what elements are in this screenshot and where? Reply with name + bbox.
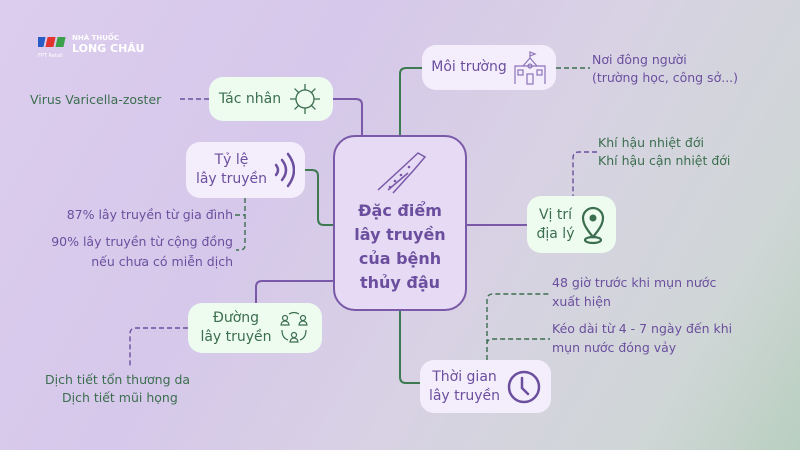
thoi-gian-detail-1: 48 giờ trước khi mụn nước [552, 275, 717, 290]
ty-le-detail-3: nếu chưa có miễn dịch [91, 254, 233, 269]
ty-le-detail-1: 87% lây truyền từ gia đình [66, 207, 233, 222]
signal-waves-icon [274, 152, 296, 188]
vi-tri-detail-1: Khí hậu nhiệt đới [598, 135, 704, 150]
tac-nhan-detail: Virus Varicella-zoster [30, 92, 162, 107]
rash-arm-icon [377, 152, 427, 194]
thoi-gian-detail-3: Kéo dài từ 4 - 7 ngày đến khi [552, 321, 733, 336]
brand-logo: FPT Retail NHÀ THUỐC LONG CHÂU [35, 34, 145, 59]
fpt-logo-icon: FPT Retail [35, 34, 66, 59]
moi-truong-detail-1: Nơi đông người [592, 52, 687, 67]
node-label-2: lây truyền [195, 171, 268, 187]
node-label-2: địa lý [536, 225, 575, 242]
thoi-gian-detail-2: xuất hiện [552, 294, 611, 309]
node-label: Tác nhân [218, 90, 282, 107]
location-pin-icon [582, 206, 605, 244]
brand-sub: FPT Retail [38, 53, 63, 59]
node-duong-lay-truyen: Đường lây truyền [188, 303, 322, 353]
node-label-1: Vị trí [538, 206, 573, 223]
center-topic: Đặc điểm lây truyền của bệnh thủy đậu [333, 135, 467, 311]
brand-line2: LONG CHÂU [72, 42, 145, 55]
node-label-1: Đường [212, 310, 260, 326]
center-line-1: Đặc điểm [358, 201, 442, 220]
node-label-1: Thời gian [432, 368, 497, 385]
thoi-gian-detail-4: mụn nước đóng vảy [552, 340, 677, 355]
moi-truong-detail-2: (trường học, công sở...) [592, 70, 739, 85]
school-icon [514, 50, 546, 85]
duong-detail-1: Dịch tiết tổn thương da [45, 372, 191, 387]
node-vi-tri: Vị trí địa lý [527, 196, 616, 253]
vi-tri-detail-2: Khí hậu cận nhiệt đới [598, 153, 731, 168]
virus-icon [290, 84, 321, 114]
node-label: Môi trường [431, 59, 507, 75]
center-line-3: của bệnh [358, 249, 442, 268]
node-ty-le: Tỷ lệ lây truyền [186, 142, 305, 198]
brand-line1: NHÀ THUỐC [72, 34, 119, 42]
duong-detail-2: Dịch tiết mũi họng [62, 390, 178, 405]
node-tac-nhan: Tác nhân [209, 77, 333, 121]
ty-le-detail-2: 90% lây truyền từ cộng đồng [51, 234, 233, 249]
clock-icon [507, 370, 541, 403]
node-moi-truong: Môi trường [422, 45, 556, 90]
center-line-4: thủy đậu [359, 273, 441, 292]
node-label-1: Tỷ lệ [214, 152, 249, 168]
center-line-2: lây truyền [354, 225, 446, 244]
node-label-2: lây truyền [428, 387, 501, 404]
people-cycle-icon [279, 311, 308, 343]
node-label-2: lây truyền [200, 329, 272, 345]
node-thoi-gian: Thời gian lây truyền [420, 360, 551, 413]
